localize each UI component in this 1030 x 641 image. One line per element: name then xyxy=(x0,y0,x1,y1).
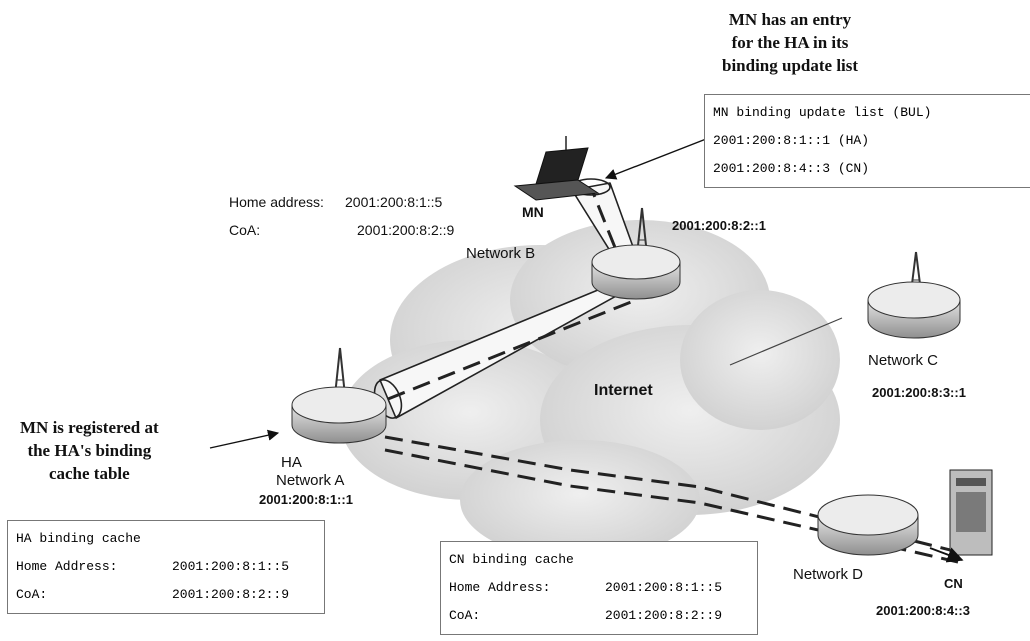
table-value: 2001:200:8:1::5 xyxy=(605,574,722,602)
cn-server-icon xyxy=(950,470,992,555)
cn-binding-cache-table: CN binding cache Home Address: 2001:200:… xyxy=(440,541,758,635)
table-value: 2001:200:8:1::5 xyxy=(172,553,289,581)
internet-label: Internet xyxy=(594,382,653,400)
table-row: CoA: 2001:200:8:2::9 xyxy=(449,602,749,630)
table-title: MN binding update list (BUL) xyxy=(713,99,1023,127)
table-key: CoA: xyxy=(449,602,605,630)
network-c-label: Network C xyxy=(868,352,938,369)
network-b-label: Network B xyxy=(466,245,535,262)
ha-binding-cache-table: HA binding cache Home Address: 2001:200:… xyxy=(7,520,325,614)
mn-coa: 2001:200:8:2::9 xyxy=(357,222,454,238)
ha-label: HA xyxy=(281,454,302,471)
network-b-address: 2001:200:8:2::1 xyxy=(672,218,766,233)
network-d-label: Network D xyxy=(793,566,863,583)
table-title: CN binding cache xyxy=(449,546,749,574)
router-network-d xyxy=(818,495,918,555)
mn-label: MN xyxy=(522,204,544,220)
table-key: Home Address: xyxy=(16,553,172,581)
cn-address: 2001:200:8:4::3 xyxy=(876,603,970,618)
table-row: 2001:200:8:1::1 (HA) xyxy=(713,127,1023,155)
router-ha xyxy=(292,348,386,443)
table-row: Home Address: 2001:200:8:1::5 xyxy=(449,574,749,602)
table-value: 2001:200:8:2::9 xyxy=(172,581,289,609)
table-key: CoA: xyxy=(16,581,172,609)
mn-bul-table: MN binding update list (BUL) 2001:200:8:… xyxy=(704,94,1030,188)
table-row: 2001:200:8:4::3 (CN) xyxy=(713,155,1023,183)
mn-laptop-icon xyxy=(515,136,598,200)
router-network-c xyxy=(868,252,960,338)
network-a-label: Network A xyxy=(276,472,344,489)
network-c-address: 2001:200:8:3::1 xyxy=(872,385,966,400)
table-value: 2001:200:8:2::9 xyxy=(605,602,722,630)
mn-home-address: 2001:200:8:1::5 xyxy=(345,194,442,210)
ha-note-arrow xyxy=(210,433,278,448)
network-a-address: 2001:200:8:1::1 xyxy=(259,492,353,507)
cn-label: CN xyxy=(944,576,963,591)
table-key: Home Address: xyxy=(449,574,605,602)
mn-home-address-label: Home address: xyxy=(229,194,324,210)
table-title: HA binding cache xyxy=(16,525,316,553)
table-row: Home Address: 2001:200:8:1::5 xyxy=(16,553,316,581)
table-row: CoA: 2001:200:8:2::9 xyxy=(16,581,316,609)
mn-coa-label: CoA: xyxy=(229,222,260,238)
